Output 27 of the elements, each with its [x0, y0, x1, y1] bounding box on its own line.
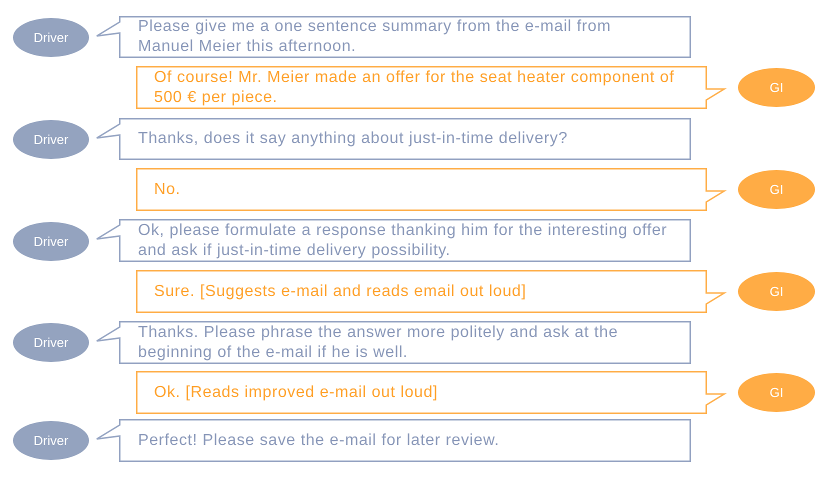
speech-bubble — [96, 16, 691, 58]
message-text: Ok. [Reads improved e-mail out loud] — [154, 382, 438, 402]
speech-bubble — [96, 219, 691, 262]
message-text: Thanks. Please phrase the answer more politely and ask at the beginning of the e-mail if he is well. — [138, 322, 620, 362]
message-text: Please give me a one sentence summary from the e-mail from Manuel Meier this afternoon. — [138, 17, 612, 57]
speaker-label: Driver — [34, 432, 68, 448]
speech-bubble — [136, 371, 725, 414]
speaker-label: GI — [770, 384, 784, 400]
speech-bubble — [136, 66, 725, 109]
message-text: Ok, please formulate a response thanking him for the interesting offer and ask if just-in-time delivery possibility. — [138, 220, 668, 260]
message-text: Of course! Mr. Meier made an offer for the seat heater component of 500 € per piece. — [154, 68, 676, 108]
speaker-label: Driver — [34, 132, 68, 148]
speaker-label: GI — [770, 182, 784, 198]
speech-bubble — [136, 270, 725, 313]
speaker-label: GI — [770, 284, 784, 300]
speech-bubble — [96, 419, 691, 462]
speaker-label: Driver — [34, 334, 68, 350]
speaker-label: Driver — [34, 234, 68, 250]
speaker-label: GI — [770, 80, 784, 96]
message-text: Perfect! Please save the e-mail for later review. — [138, 430, 500, 450]
speaker-label: Driver — [34, 30, 68, 46]
message-text: No. — [154, 180, 181, 200]
message-text: Thanks, does it say anything about just-in-time delivery? — [138, 129, 568, 149]
speech-bubble — [96, 118, 691, 160]
speech-bubble — [96, 321, 691, 364]
speech-bubble — [136, 168, 725, 211]
message-text: Sure. [Suggests e-mail and reads email out loud] — [154, 282, 526, 302]
